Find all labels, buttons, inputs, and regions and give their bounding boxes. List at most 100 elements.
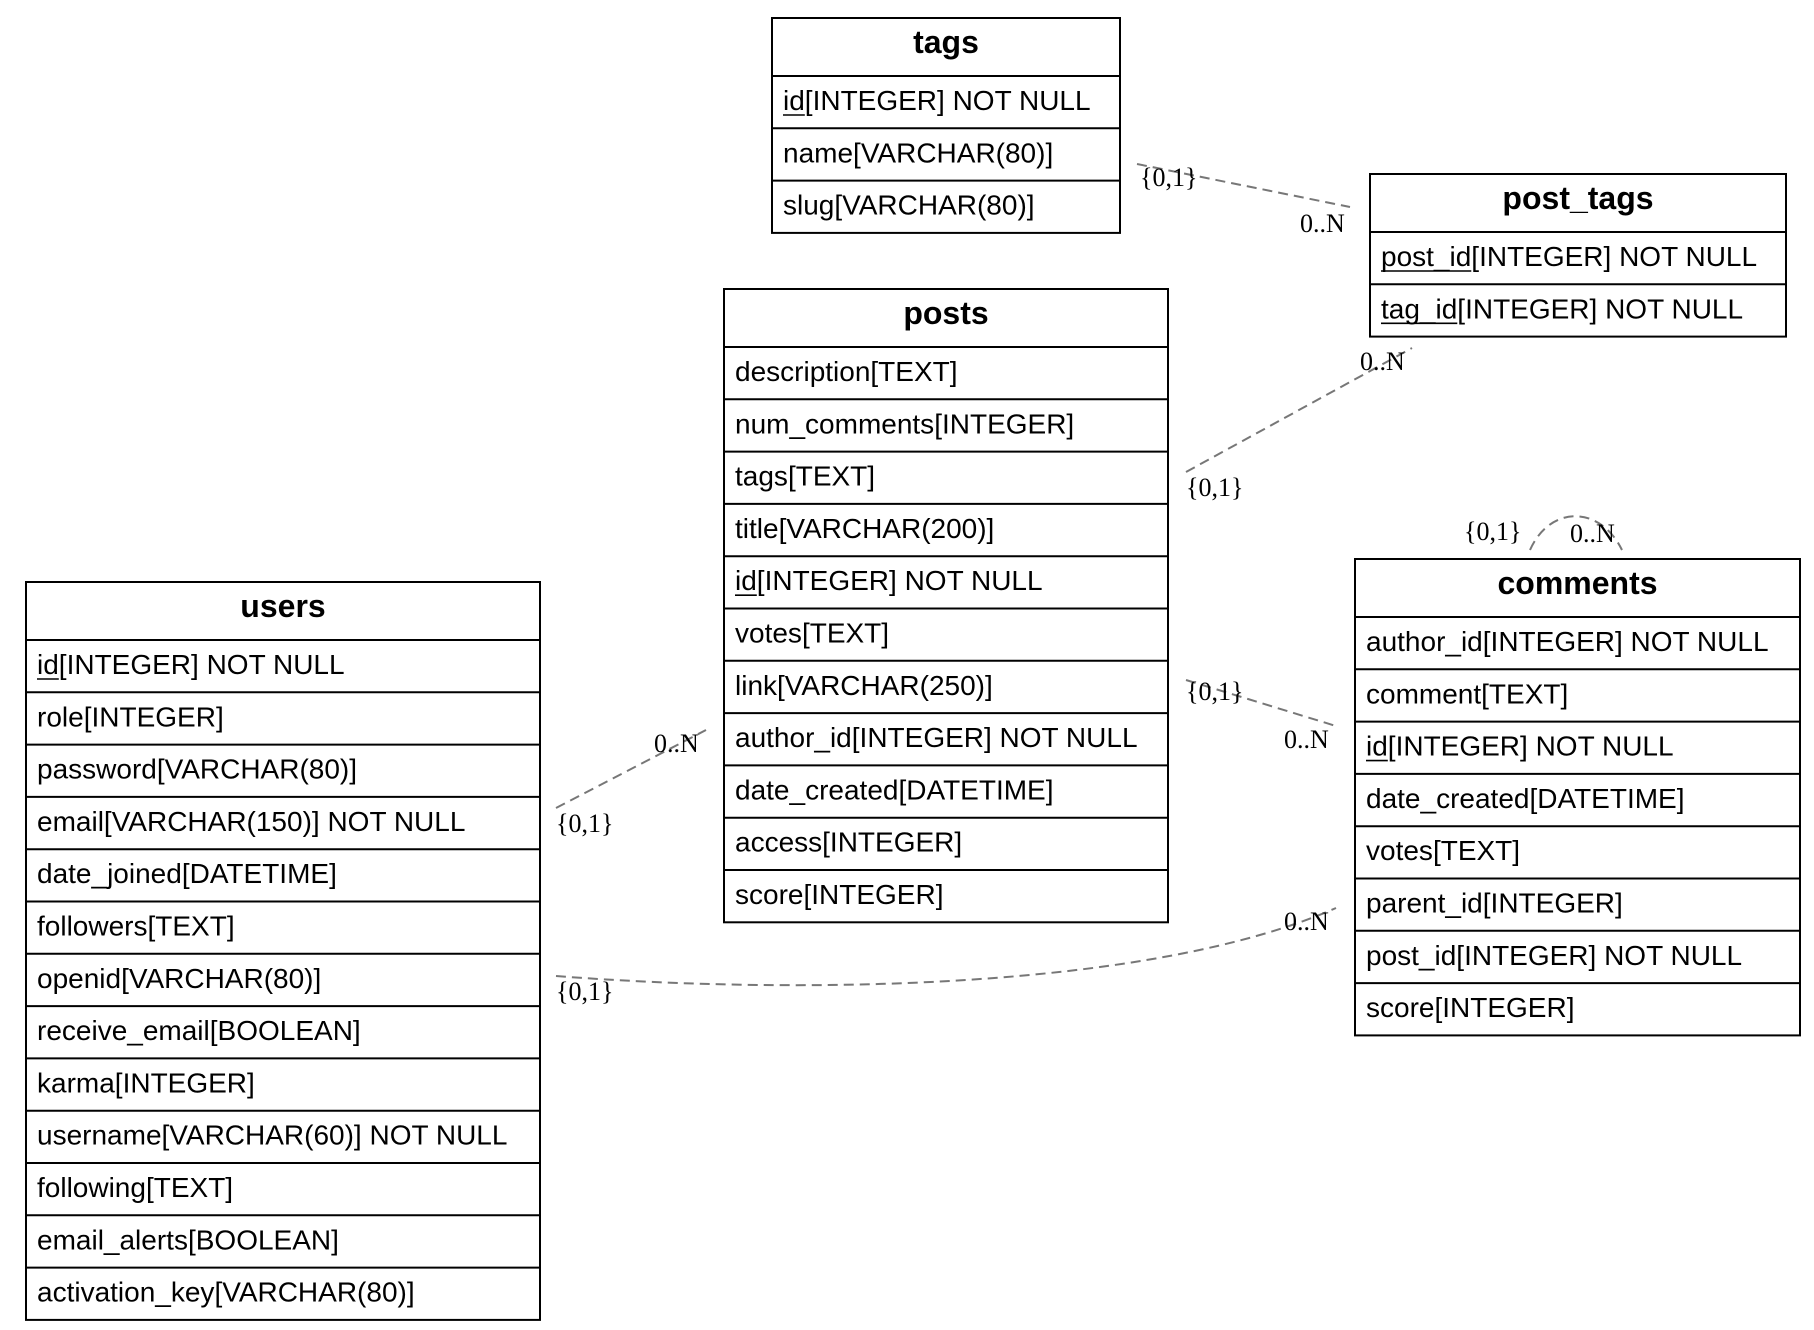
column-type: [INTEGER] bbox=[1434, 992, 1574, 1023]
column-type: [DATETIME] bbox=[1529, 783, 1684, 814]
column-type: [VARCHAR(80)] bbox=[214, 1277, 414, 1308]
column-name: name bbox=[783, 137, 853, 168]
column-name: votes bbox=[1366, 835, 1433, 866]
table-box bbox=[771, 17, 1121, 234]
column-row: description[TEXT] bbox=[735, 356, 958, 387]
column-name: karma bbox=[37, 1067, 115, 1098]
column-name: activation_key bbox=[37, 1277, 214, 1308]
column-row: comment[TEXT] bbox=[1366, 678, 1568, 709]
column-type: [VARCHAR(150)] NOT NULL bbox=[104, 806, 466, 837]
column-name: author_id bbox=[735, 722, 852, 753]
column-name: score bbox=[735, 879, 803, 910]
column-row: openid[VARCHAR(80)] bbox=[37, 963, 321, 994]
column-row: num_comments[INTEGER] bbox=[735, 408, 1074, 439]
column-type: [INTEGER] bbox=[803, 879, 943, 910]
column-row: author_id[INTEGER] NOT NULL bbox=[735, 722, 1138, 753]
column-name: comment bbox=[1366, 678, 1481, 709]
column-type: [VARCHAR(80)] bbox=[121, 963, 321, 994]
cardinality-many: 0..N bbox=[1284, 907, 1329, 936]
column-row: author_id[INTEGER] NOT NULL bbox=[1366, 626, 1769, 657]
column-row: slug[VARCHAR(80)] bbox=[783, 190, 1035, 221]
primary-key-name: tag_id bbox=[1381, 293, 1457, 324]
table-title: users bbox=[240, 588, 325, 624]
cardinality-one: {0,1} bbox=[556, 809, 613, 838]
column-name: link bbox=[735, 670, 778, 701]
table-posts: postsdescription[TEXT]num_comments[INTEG… bbox=[723, 288, 1169, 924]
table-box bbox=[1354, 558, 1801, 1037]
column-row: date_created[DATETIME] bbox=[735, 774, 1054, 805]
column-name: tags bbox=[735, 461, 788, 492]
column-name: title bbox=[735, 513, 779, 544]
primary-key-name: id bbox=[37, 649, 59, 680]
column-row: date_created[DATETIME] bbox=[1366, 783, 1685, 814]
column-row: post_id[INTEGER] NOT NULL bbox=[1381, 241, 1757, 272]
column-name: openid bbox=[37, 963, 121, 994]
column-row: followers[TEXT] bbox=[37, 911, 235, 942]
column-type: [INTEGER] bbox=[822, 827, 962, 858]
primary-key-name: post_id bbox=[1381, 241, 1471, 272]
column-name: date_joined bbox=[37, 858, 182, 889]
column-type: [TEXT] bbox=[146, 1172, 233, 1203]
relation-tags-post_tags: {0,1} 0..N bbox=[1136, 163, 1351, 238]
cardinality-many: 0..N bbox=[1300, 209, 1345, 238]
column-type: [TEXT] bbox=[1433, 835, 1520, 866]
column-row: tags[TEXT] bbox=[735, 461, 875, 492]
column-row: password[VARCHAR(80)] bbox=[37, 754, 357, 785]
column-type: [INTEGER] NOT NULL bbox=[1471, 241, 1757, 272]
relation-users-posts: {0,1}0..N bbox=[555, 729, 707, 838]
cardinality-one: {0,1} bbox=[1186, 473, 1243, 502]
column-row: id[INTEGER] NOT NULL bbox=[783, 85, 1091, 116]
primary-key-name: id bbox=[1366, 731, 1388, 762]
table-title: tags bbox=[913, 24, 979, 60]
column-type: [INTEGER] NOT NULL bbox=[1457, 293, 1743, 324]
column-name: followers bbox=[37, 911, 147, 942]
relation-line bbox=[1185, 679, 1337, 727]
cardinality-many: 0..N bbox=[1360, 347, 1405, 376]
column-name: access bbox=[735, 827, 822, 858]
column-type: [INTEGER] bbox=[934, 408, 1074, 439]
column-name: author_id bbox=[1366, 626, 1483, 657]
primary-key-name: id bbox=[783, 85, 805, 116]
column-row: receive_email[BOOLEAN] bbox=[37, 1015, 361, 1046]
column-name: post_id bbox=[1366, 940, 1456, 971]
column-type: [INTEGER] NOT NULL bbox=[852, 722, 1138, 753]
column-row: votes[TEXT] bbox=[735, 618, 889, 649]
column-type: [INTEGER] NOT NULL bbox=[805, 85, 1091, 116]
cardinality-one: {0,1} bbox=[556, 977, 613, 1006]
column-row: email_alerts[BOOLEAN] bbox=[37, 1224, 339, 1255]
column-name: password bbox=[37, 754, 157, 785]
column-row: following[TEXT] bbox=[37, 1172, 233, 1203]
column-type: [INTEGER] bbox=[84, 701, 224, 732]
column-row: activation_key[VARCHAR(80)] bbox=[37, 1277, 415, 1308]
relation-users-comments: {0,1} 0..N bbox=[555, 907, 1337, 1006]
cardinality-one: {0,1} bbox=[1140, 163, 1197, 192]
relation-posts-post_tags: {0,1} 0..N bbox=[1185, 347, 1413, 502]
relation-posts-comments: {0,1}0..N bbox=[1185, 677, 1337, 754]
column-row: email[VARCHAR(150)] NOT NULL bbox=[37, 806, 465, 837]
cardinality-one: {0,1} bbox=[1186, 677, 1243, 706]
column-name: receive_email bbox=[37, 1015, 210, 1046]
table-title: posts bbox=[903, 295, 988, 331]
primary-key-name: id bbox=[735, 565, 757, 596]
cardinality-many: 0..N bbox=[1570, 519, 1615, 548]
column-name: description bbox=[735, 356, 870, 387]
column-name: num_comments bbox=[735, 408, 934, 439]
column-name: following bbox=[37, 1172, 146, 1203]
column-type: [INTEGER] NOT NULL bbox=[757, 565, 1043, 596]
relation-line bbox=[1136, 163, 1351, 208]
column-row: title[VARCHAR(200)] bbox=[735, 513, 994, 544]
column-row: date_joined[DATETIME] bbox=[37, 858, 337, 889]
relation-line bbox=[1529, 515, 1623, 551]
column-type: [VARCHAR(80)] bbox=[853, 137, 1053, 168]
column-type: [INTEGER] bbox=[1483, 888, 1623, 919]
column-row: id[INTEGER] NOT NULL bbox=[1366, 731, 1674, 762]
column-row: parent_id[INTEGER] bbox=[1366, 888, 1623, 919]
column-row: id[INTEGER] NOT NULL bbox=[37, 649, 345, 680]
column-type: [TEXT] bbox=[802, 618, 889, 649]
column-row: link[VARCHAR(250)] bbox=[735, 670, 993, 701]
